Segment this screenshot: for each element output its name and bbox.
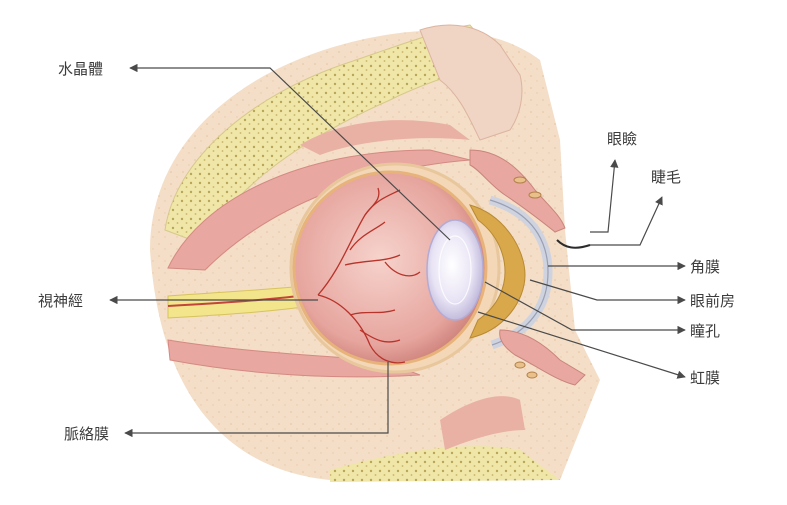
glands bbox=[513, 176, 542, 379]
label-cornea: 角膜 bbox=[690, 258, 721, 276]
anterior-segment bbox=[469, 195, 553, 350]
label-lens: 水晶體 bbox=[58, 60, 104, 78]
leader-pupil bbox=[484, 281, 686, 335]
skull-bone bbox=[164, 24, 523, 246]
leader-lines bbox=[109, 63, 686, 438]
label-eyelash: 睫毛 bbox=[651, 168, 682, 186]
leader-eyelash bbox=[590, 196, 663, 246]
eyelids bbox=[469, 149, 591, 386]
label-iris: 虹膜 bbox=[690, 369, 721, 387]
leader-anterior-chamber bbox=[529, 279, 686, 305]
lower-muscle bbox=[167, 339, 560, 482]
label-eyelid: 眼瞼 bbox=[607, 130, 638, 148]
lens bbox=[426, 219, 484, 321]
retinal-vessels bbox=[317, 187, 421, 364]
label-anterior-chamber: 眼前房 bbox=[690, 292, 736, 310]
upper-muscle bbox=[167, 120, 471, 271]
leader-lens bbox=[129, 63, 451, 241]
label-optic-nerve: 視神經 bbox=[38, 292, 84, 310]
leader-eyelid bbox=[590, 159, 619, 233]
eyeball bbox=[289, 162, 501, 374]
leader-choroid bbox=[124, 362, 389, 438]
label-choroid: 脈絡膜 bbox=[64, 425, 110, 443]
leader-iris bbox=[477, 311, 686, 379]
label-pupil: 瞳孔 bbox=[690, 322, 721, 340]
